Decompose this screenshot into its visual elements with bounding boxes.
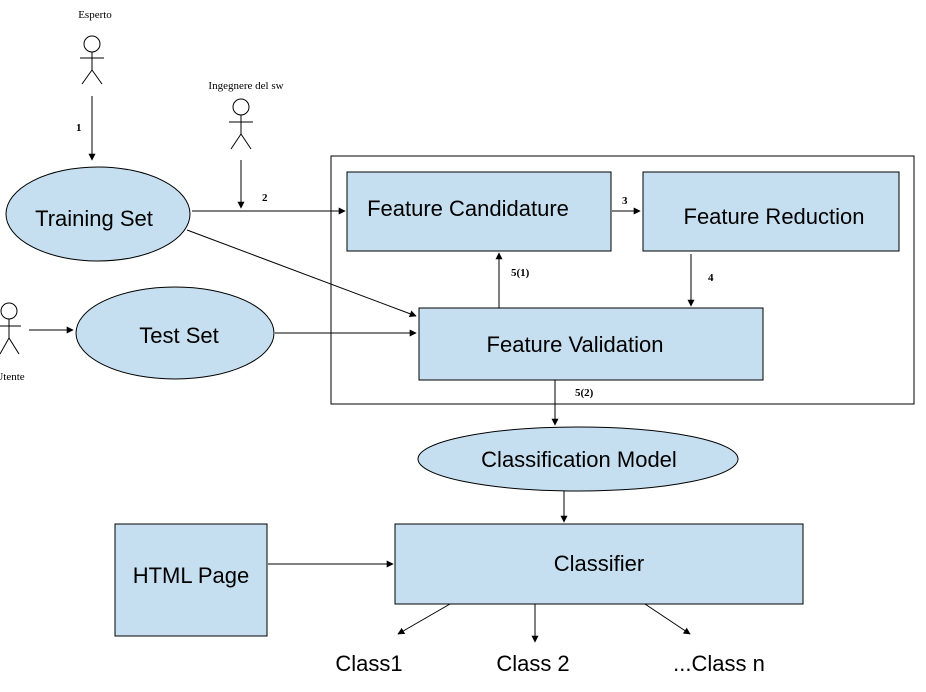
class2-label: Class 2 bbox=[496, 651, 569, 676]
arrow-training-validation bbox=[186, 229, 417, 318]
actor-ingegnere-label: Ingegnere del sw bbox=[208, 80, 283, 92]
feature-validation-node bbox=[418, 307, 764, 381]
test-set-node bbox=[75, 286, 275, 380]
html-page-node bbox=[114, 523, 268, 637]
actor-ingegnere bbox=[229, 98, 253, 150]
feature-reduction-node bbox=[642, 171, 900, 252]
classification-model-node bbox=[417, 426, 739, 492]
actor-utente bbox=[0, 302, 21, 355]
arrow-classifier-class1 bbox=[397, 603, 451, 635]
classifier-node bbox=[394, 523, 804, 605]
feature-validation-label: Feature Validation bbox=[487, 332, 664, 357]
class1-label: Class1 bbox=[335, 651, 402, 676]
feature-candidature-label: Feature Candidature bbox=[367, 196, 569, 221]
actor-esperto-label: Esperto bbox=[78, 9, 112, 21]
step-4-label: 4 bbox=[708, 272, 714, 284]
actor-esperto bbox=[80, 35, 104, 85]
step-1-label: 1 bbox=[76, 122, 82, 134]
feature-process-frame bbox=[330, 155, 915, 405]
actor-utente-label: Utente bbox=[0, 371, 25, 383]
training-set-node bbox=[5, 166, 191, 262]
step-5-2-label: 5(2) bbox=[575, 387, 594, 399]
step-3-label: 3 bbox=[622, 195, 628, 207]
classn-label: ...Class n bbox=[673, 651, 765, 676]
feature-candidature-node bbox=[346, 171, 612, 252]
html-page-label: HTML Page bbox=[133, 563, 250, 588]
step-2-label: 2 bbox=[262, 192, 268, 204]
step-5-1-label: 5(1) bbox=[511, 267, 530, 279]
training-set-label: Training Set bbox=[35, 206, 153, 231]
classifier-label: Classifier bbox=[554, 551, 644, 576]
test-set-label: Test Set bbox=[139, 323, 218, 348]
classification-model-label: Classification Model bbox=[481, 447, 677, 472]
feature-reduction-label: Feature Reduction bbox=[684, 204, 865, 229]
arrow-classifier-classn bbox=[644, 603, 691, 635]
